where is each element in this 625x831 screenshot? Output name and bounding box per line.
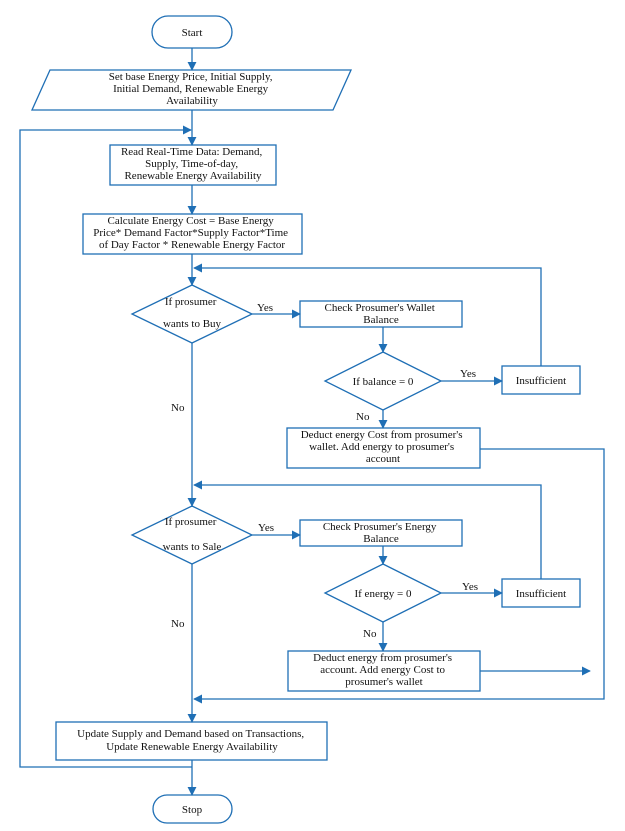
check-energy-text: Check Prosumer's Energy Balance — [323, 521, 439, 545]
check-energy-process: Check Prosumer's Energy Balance — [299, 519, 463, 547]
balance-yes-label: Yes — [460, 368, 476, 380]
edge-main-loop — [19, 125, 192, 768]
sale-yes-label: Yes — [258, 522, 274, 534]
buy-no-label: No — [171, 402, 185, 414]
stop-terminal: Stop — [152, 794, 233, 824]
init-text: Set base Energy Price, Initial Supply, I… — [109, 71, 276, 107]
insufficient-energy-box: Insufficient — [501, 578, 581, 608]
buy-decision-text: If prosumer wants to Buy — [163, 296, 222, 330]
energy-no-label: No — [363, 628, 377, 640]
sale-decision: If prosumer wants to Sale — [130, 505, 254, 565]
energy-decision-text: If energy = 0 — [354, 588, 412, 600]
balance-decision: If balance = 0 — [323, 351, 443, 411]
buy-yes-label: Yes — [257, 302, 273, 314]
edge-insufficient-2-loop — [193, 480, 542, 579]
insufficient-energy-text: Insufficient — [516, 588, 567, 600]
stop-label: Stop — [182, 804, 203, 816]
deduct-energy-text: Deduct energy from prosumer's account. A… — [313, 652, 455, 688]
start-label: Start — [182, 27, 203, 39]
check-wallet-process: Check Prosumer's Wallet Balance — [299, 300, 463, 328]
deduct-energy-process: Deduct energy from prosumer's account. A… — [287, 650, 481, 692]
calculate-cost-process: Calculate Energy Cost = Base Energy Pric… — [82, 213, 303, 255]
deduct-cost-text: Deduct energy Cost from prosumer's walle… — [301, 429, 466, 465]
edge-deduct-cost-merge — [193, 448, 605, 704]
sale-no-label: No — [171, 618, 185, 630]
deduct-cost-process: Deduct energy Cost from prosumer's walle… — [286, 427, 481, 469]
insufficient-balance-box: Insufficient — [501, 365, 581, 395]
start-terminal: Start — [151, 15, 233, 49]
sale-decision-text: If prosumer wants to Sale — [163, 516, 222, 553]
balance-no-label: No — [356, 411, 370, 423]
balance-decision-text: If balance = 0 — [353, 376, 414, 388]
update-text: Update Supply and Demand based on Transa… — [77, 728, 307, 753]
buy-decision: If prosumer wants to Buy — [130, 284, 254, 344]
edge-insufficient-1-loop — [193, 263, 542, 366]
energy-decision: If energy = 0 — [323, 563, 443, 623]
insufficient-balance-text: Insufficient — [516, 375, 567, 387]
init-input-parallelogram: Set base Energy Price, Initial Supply, I… — [30, 69, 353, 111]
read-data-text: Read Real-Time Data: Demand, Supply, Tim… — [121, 146, 265, 182]
read-data-process: Read Real-Time Data: Demand, Supply, Tim… — [109, 144, 277, 186]
energy-yes-label: Yes — [462, 581, 478, 593]
calculate-cost-text: Calculate Energy Cost = Base Energy Pric… — [93, 215, 291, 251]
update-process: Update Supply and Demand based on Transa… — [55, 721, 328, 761]
check-wallet-text: Check Prosumer's Wallet Balance — [324, 302, 437, 326]
